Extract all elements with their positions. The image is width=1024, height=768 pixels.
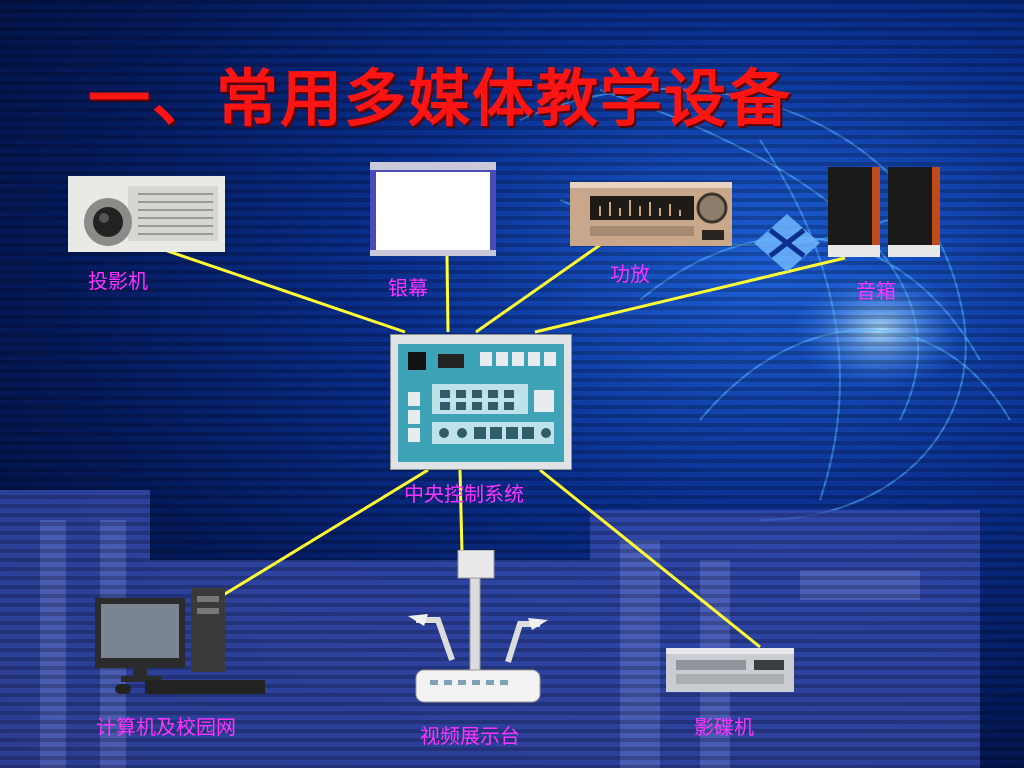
connector-visualizer [458, 469, 464, 554]
computer-icon [95, 588, 265, 694]
amplifier-icon [570, 182, 732, 246]
label-amplifier: 功放 [610, 262, 650, 286]
connector-dvd [539, 468, 761, 649]
control-panel-icon [390, 334, 572, 470]
dvd-player-icon [666, 648, 794, 692]
projection-screen-icon [370, 162, 496, 256]
slide-title: 一、常用多媒体教学设备 [88, 62, 793, 135]
label-dvd: 影碟机 [694, 715, 754, 739]
connector-speakers [534, 256, 846, 334]
speakers-icon [828, 167, 940, 257]
projector-icon [68, 176, 225, 252]
label-control: 中央控制系统 [404, 482, 524, 506]
label-computer: 计算机及校园网 [96, 715, 236, 739]
logo-icon [754, 214, 820, 272]
connector-amplifier [475, 243, 601, 334]
connector-computer [214, 468, 429, 602]
label-screen: 银幕 [388, 276, 428, 300]
connector-screen [445, 255, 450, 333]
label-speakers: 音箱 [856, 279, 896, 303]
visual-presenter-icon [408, 550, 548, 703]
connector-projector [149, 243, 406, 334]
label-visualizer: 视频展示台 [420, 724, 520, 748]
label-projector: 投影机 [88, 269, 148, 293]
